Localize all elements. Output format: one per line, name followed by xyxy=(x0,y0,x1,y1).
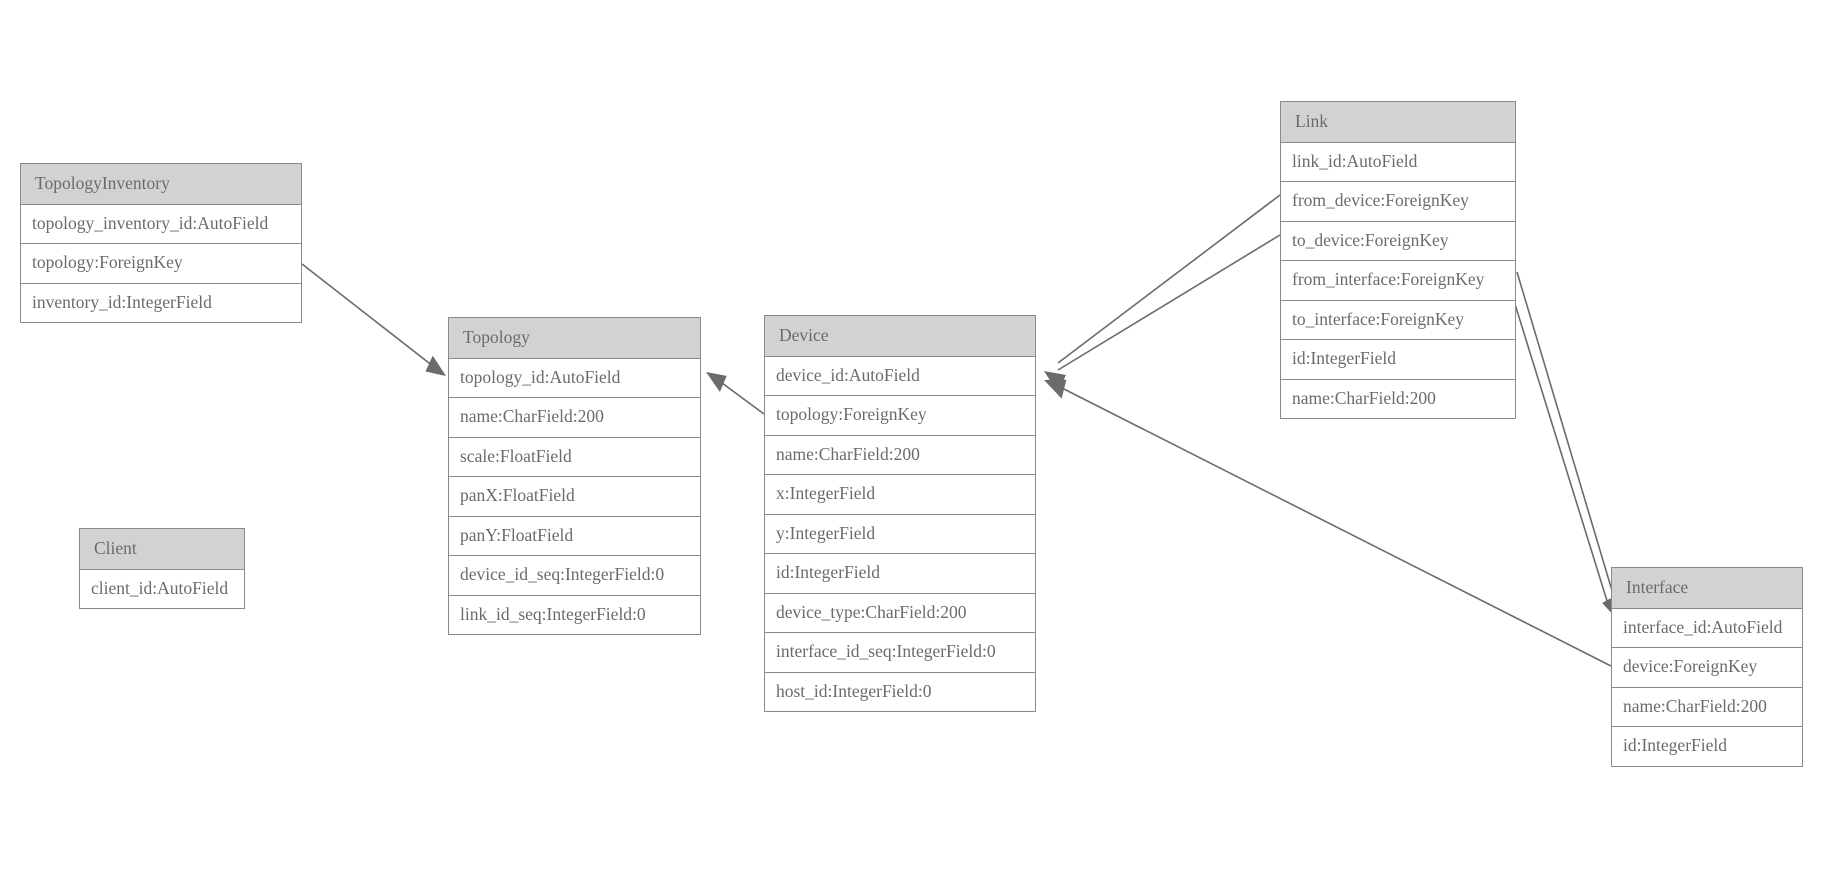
relationship-line xyxy=(1057,234,1281,371)
entity-title-link: Link xyxy=(1281,102,1515,143)
relationship-link-from-interface xyxy=(1504,271,1609,605)
entity-field[interactable]: name:CharField:200 xyxy=(1612,687,1802,727)
relationship-line xyxy=(1516,271,1617,605)
entity-field[interactable]: topology:ForeignKey xyxy=(21,244,301,284)
entity-field[interactable]: name:CharField:200 xyxy=(765,435,1035,475)
entity-field[interactable]: id:IntegerField xyxy=(765,554,1035,594)
entity-field[interactable]: device_type:CharField:200 xyxy=(765,593,1035,633)
entity-field[interactable]: to_interface:ForeignKey xyxy=(1281,300,1515,340)
entity-title-topologyinventory: TopologyInventory xyxy=(21,164,301,205)
entity-field[interactable]: name:CharField:200 xyxy=(1281,379,1515,418)
entity-field[interactable]: host_id:IntegerField:0 xyxy=(765,672,1035,711)
entity-field[interactable]: inventory_id:IntegerField xyxy=(21,283,301,322)
relationship-line xyxy=(717,379,765,415)
arrowhead-icon xyxy=(1044,379,1067,399)
relationship-link-from-device xyxy=(1057,194,1281,364)
entity-field[interactable]: interface_id:AutoField xyxy=(1612,608,1802,648)
entity-field[interactable]: x:IntegerField xyxy=(765,475,1035,515)
entity-field[interactable]: from_interface:ForeignKey xyxy=(1281,261,1515,301)
entity-field[interactable]: panY:FloatField xyxy=(449,516,700,556)
entity-field[interactable]: scale:FloatField xyxy=(449,437,700,477)
entity-field[interactable]: link_id_seq:IntegerField:0 xyxy=(449,595,700,634)
arrowhead-icon xyxy=(706,372,727,392)
entity-field[interactable]: from_device:ForeignKey xyxy=(1281,182,1515,222)
entity-field[interactable]: panX:FloatField xyxy=(449,477,700,517)
relationship-interface-device xyxy=(1057,385,1612,667)
entity-field[interactable]: client_id:AutoField xyxy=(80,569,244,608)
entity-field[interactable]: device:ForeignKey xyxy=(1612,648,1802,688)
entity-field[interactable]: topology_inventory_id:AutoField xyxy=(21,204,301,244)
arrowhead-icon xyxy=(425,355,446,376)
entity-field[interactable]: to_device:ForeignKey xyxy=(1281,221,1515,261)
entity-title-interface: Interface xyxy=(1612,568,1802,609)
entity-title-topology: Topology xyxy=(449,318,700,359)
entity-field[interactable]: topology:ForeignKey xyxy=(765,396,1035,436)
entity-field[interactable]: device_id:AutoField xyxy=(765,356,1035,396)
relationship-link-to-device xyxy=(1057,234,1281,371)
entity-title-device: Device xyxy=(765,316,1035,357)
arrowhead-icon xyxy=(1044,371,1066,393)
entity-title-client: Client xyxy=(80,529,244,570)
relationship-topologyinventory-topology xyxy=(301,263,446,376)
relationship-line xyxy=(1504,271,1609,605)
entity-field[interactable]: y:IntegerField xyxy=(765,514,1035,554)
entity-field[interactable]: link_id:AutoField xyxy=(1281,142,1515,182)
entity-field[interactable]: id:IntegerField xyxy=(1281,340,1515,380)
entity-field[interactable]: id:IntegerField xyxy=(1612,727,1802,766)
relationship-device-topology xyxy=(706,372,765,415)
entity-field[interactable]: name:CharField:200 xyxy=(449,398,700,438)
relationship-line xyxy=(301,263,439,371)
entity-field[interactable]: interface_id_seq:IntegerField:0 xyxy=(765,633,1035,673)
relationship-line xyxy=(1057,385,1612,667)
entity-field[interactable]: device_id_seq:IntegerField:0 xyxy=(449,556,700,596)
entity-field[interactable]: topology_id:AutoField xyxy=(449,358,700,398)
relationship-link-to-interface xyxy=(1516,271,1617,605)
relationship-line xyxy=(1057,194,1281,364)
